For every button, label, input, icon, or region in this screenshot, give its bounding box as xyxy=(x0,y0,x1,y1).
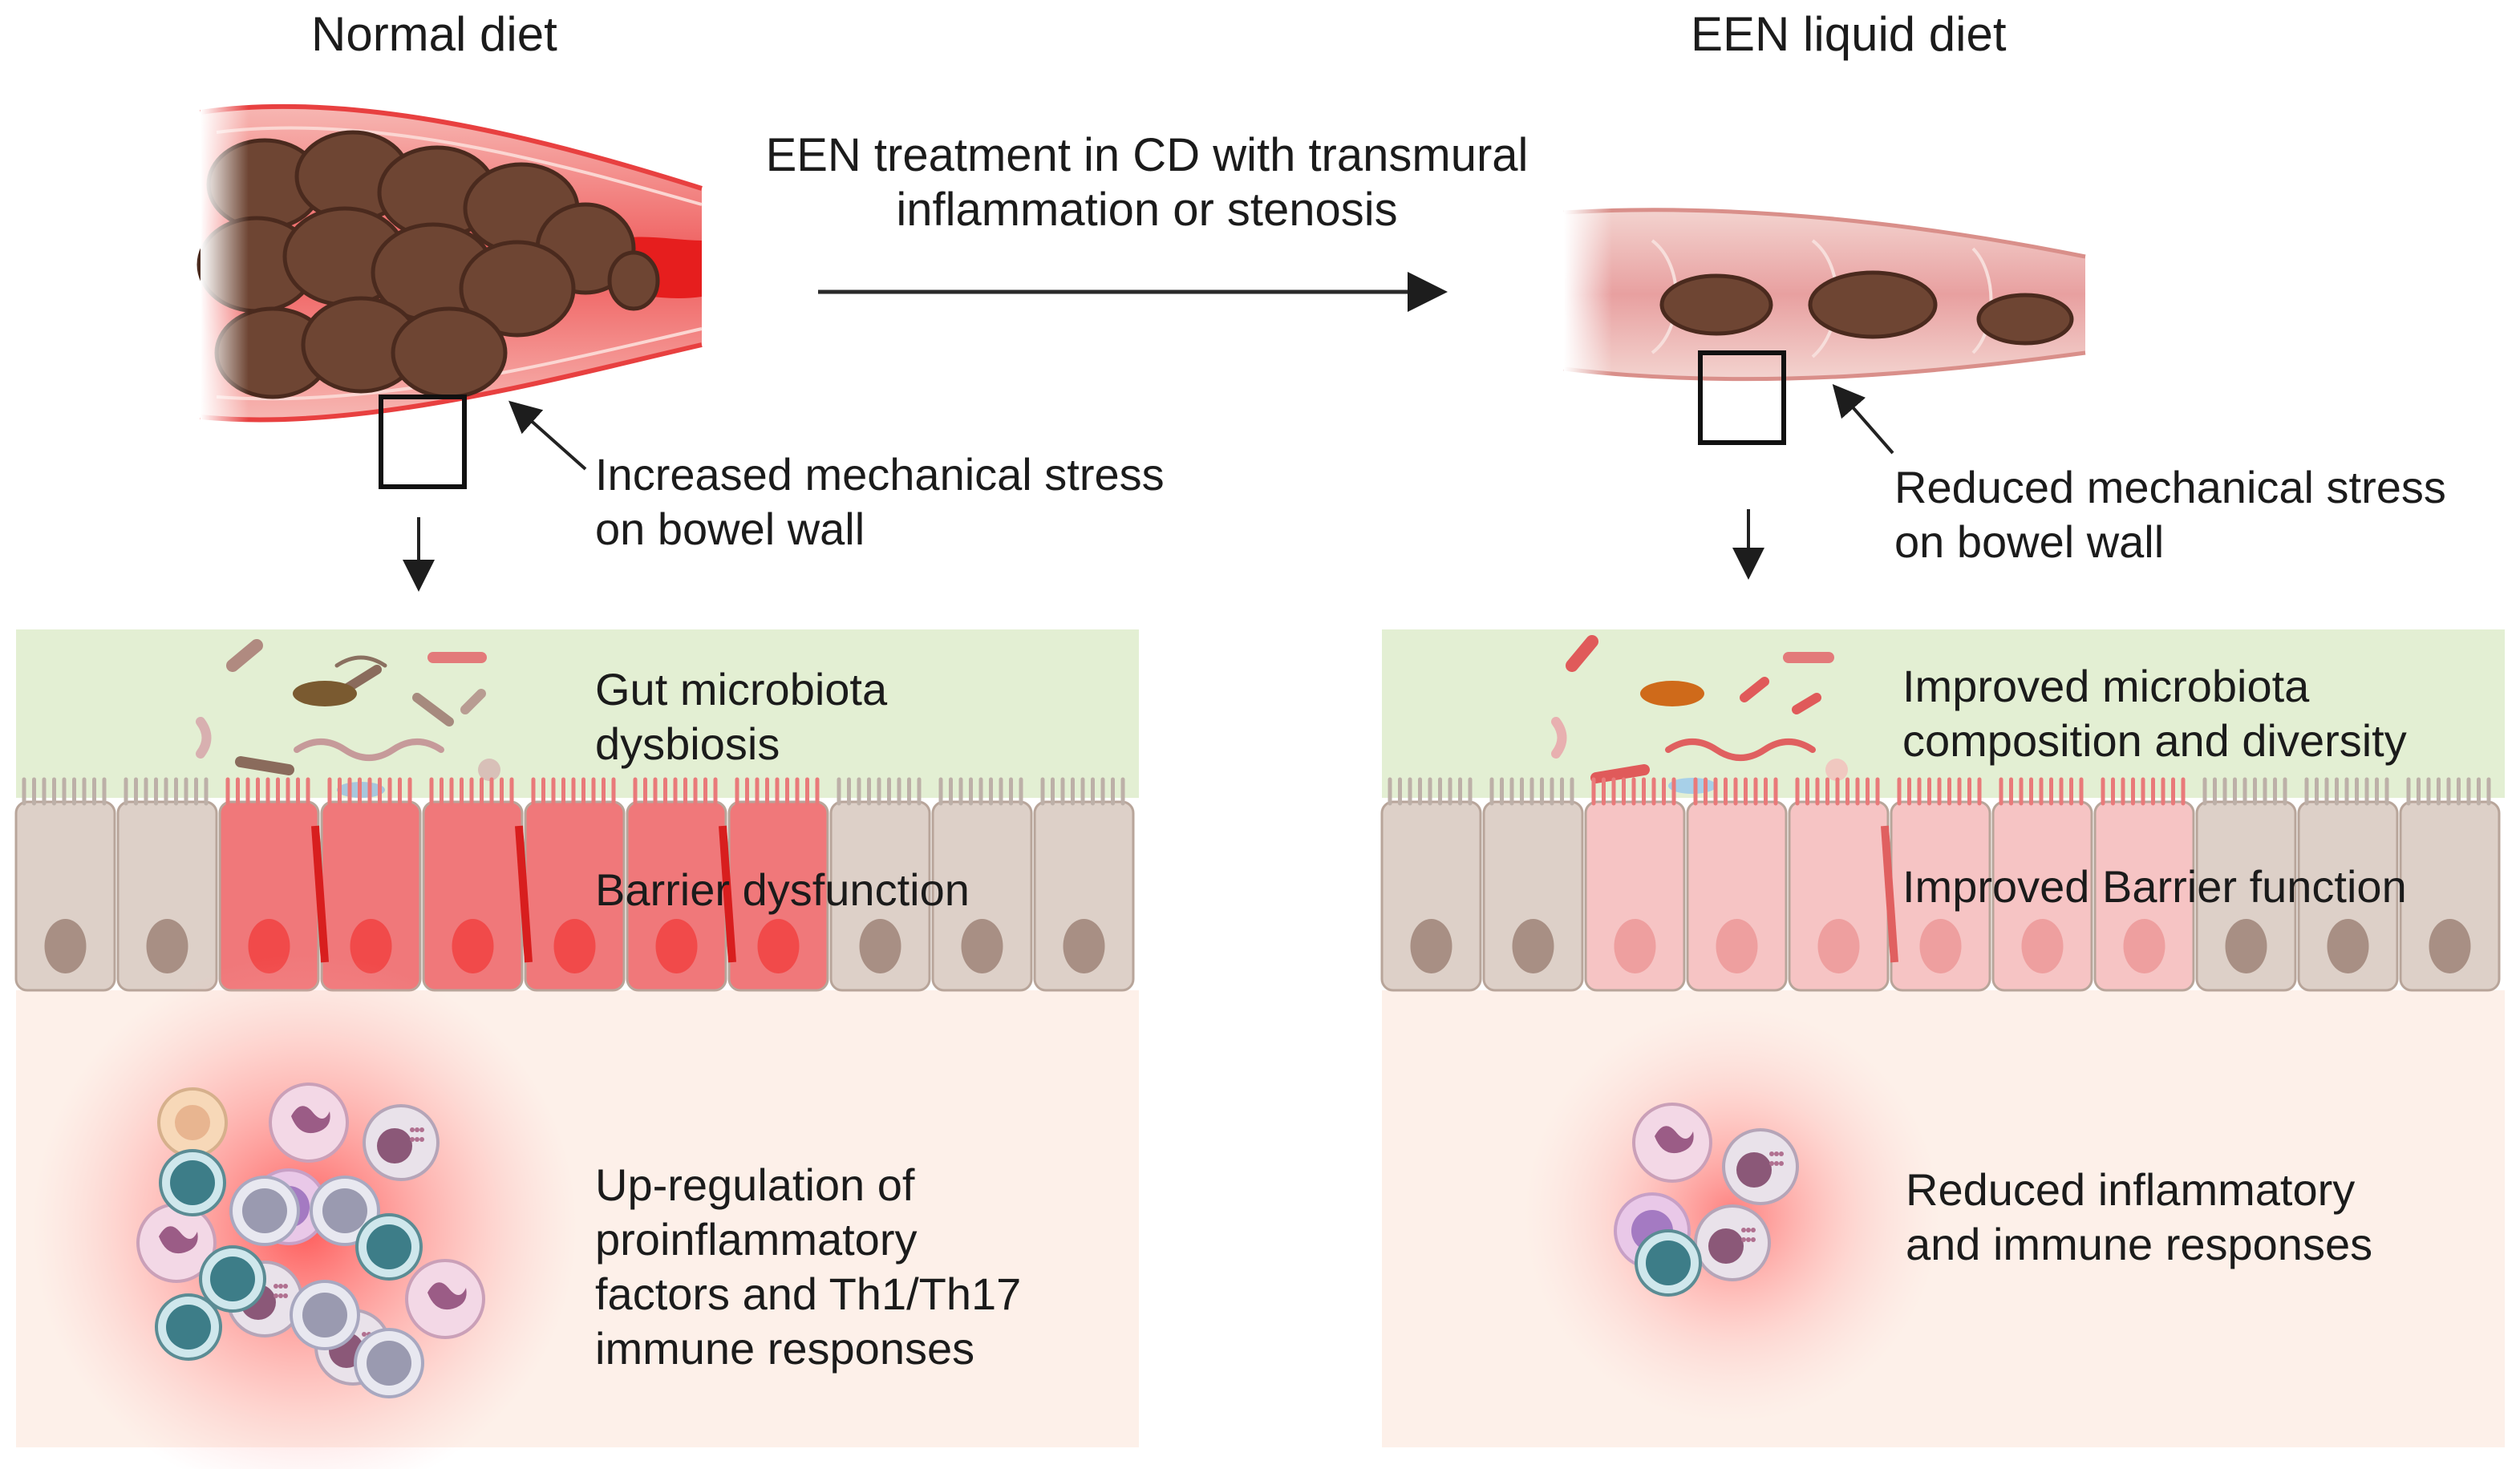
leaky-junction xyxy=(311,825,329,963)
epithelial-cell xyxy=(1584,777,1686,992)
epithelial-cell xyxy=(1991,777,2093,992)
left-microbiota-label-line-2: dysbiosis xyxy=(595,718,780,769)
left-immune-label-line-3: factors and Th1/Th17 xyxy=(595,1269,1022,1319)
epithelial-cell xyxy=(2195,777,2297,992)
left-microbes xyxy=(196,639,500,798)
epithelial-cell xyxy=(14,777,116,992)
small-feces-pieces xyxy=(1659,270,2074,346)
epithelial-cell xyxy=(2297,777,2399,992)
right-intestine-illustration xyxy=(1563,192,2086,580)
left-stress-label-line-2: on bowel wall xyxy=(595,504,865,554)
eosinophil-cell xyxy=(363,1104,440,1181)
neutrophil-cell xyxy=(1632,1103,1712,1183)
epithelial-cell xyxy=(1890,777,1991,992)
right-immune-label-line-1: Reduced inflammatory xyxy=(1906,1164,2356,1215)
right-stress-label-line-2: on bowel wall xyxy=(1894,516,2165,567)
epithelial-cell xyxy=(116,777,218,992)
right-microbiota-label: Improved microbiota composition and dive… xyxy=(1902,659,2407,768)
epithelial-cell xyxy=(422,777,524,992)
epithelial-cell xyxy=(1033,777,1135,992)
right-barrier-label: Improved Barrier function xyxy=(1902,861,2407,912)
left-microbiota-label-line-1: Gut microbiota xyxy=(595,664,888,714)
macrophage-cell xyxy=(354,1328,424,1398)
right-immune-label: Reduced inflammatory and immune response… xyxy=(1906,1163,2372,1272)
left-epithelium xyxy=(14,777,1135,992)
epithelial-cell xyxy=(1788,777,1890,992)
epithelial-cell xyxy=(626,777,727,992)
right-immune-label-line-2: and immune responses xyxy=(1906,1219,2373,1269)
left-immune-label: Up-regulation of proinflammatory factors… xyxy=(595,1158,1021,1376)
right-epithelium xyxy=(1380,777,2501,992)
neutrophil-cell xyxy=(269,1083,349,1163)
right-stress-pointer xyxy=(1832,383,1894,455)
right-microbiota-label-line-2: composition and diversity xyxy=(1902,715,2407,766)
epithelial-cell xyxy=(1482,777,1584,992)
right-microbiota-band xyxy=(1382,629,2505,798)
t-cell xyxy=(1635,1229,1702,1297)
left-immune-label-line-1: Up-regulation of xyxy=(595,1159,915,1210)
left-immune-label-line-4: immune responses xyxy=(595,1323,975,1374)
right-stress-label-line-1: Reduced mechanical stress xyxy=(1894,462,2446,512)
left-microbiota-label: Gut microbiota dysbiosis xyxy=(595,662,887,771)
right-title: EEN liquid diet xyxy=(1691,7,2007,61)
eosinophil-cell xyxy=(1694,1204,1771,1281)
t-cell xyxy=(199,1245,266,1313)
left-stress-label: Increased mechanical stress on bowel wal… xyxy=(595,447,1165,556)
left-tissue-panel xyxy=(14,629,1139,1469)
eosinophil-cell xyxy=(1722,1128,1799,1205)
epithelial-cell xyxy=(1686,777,1788,992)
epithelial-cell xyxy=(1380,777,1482,992)
epithelial-cell xyxy=(524,777,626,992)
t-cell xyxy=(159,1149,226,1216)
t-cell xyxy=(355,1213,423,1281)
left-title: Normal diet xyxy=(311,7,557,61)
epithelial-cell xyxy=(727,777,829,992)
treatment-label-line-1: EEN treatment in CD with transmural xyxy=(765,129,1529,181)
macrophage-cell xyxy=(229,1176,300,1246)
right-tissue-panel xyxy=(1380,629,2505,1447)
right-immune-cells xyxy=(1614,1103,1799,1297)
left-barrier-label: Barrier dysfunction xyxy=(595,864,970,915)
right-microbiota-label-line-1: Improved microbiota xyxy=(1902,661,2310,711)
right-stress-label: Reduced mechanical stress on bowel wall xyxy=(1894,460,2446,569)
left-immune-cells xyxy=(136,1083,485,1398)
leaky-junction xyxy=(719,825,736,963)
treatment-label: EEN treatment in CD with transmural infl… xyxy=(706,128,1588,237)
left-stress-label-line-1: Increased mechanical stress xyxy=(595,449,1165,500)
left-intestine-illustration xyxy=(196,80,703,592)
left-microbiota-band xyxy=(16,629,1139,798)
epithelial-cell xyxy=(931,777,1033,992)
right-zoom-box xyxy=(1698,350,1786,445)
epithelial-cell xyxy=(2093,777,2195,992)
left-zoom-box xyxy=(379,395,467,489)
treatment-label-line-2: inflammation or stenosis xyxy=(896,184,1398,236)
left-stress-pointer xyxy=(508,400,587,471)
leaky-junction xyxy=(515,825,533,963)
leaky-junction xyxy=(1881,825,1898,963)
basophil-cell xyxy=(157,1087,228,1158)
neutrophil-cell xyxy=(405,1259,485,1339)
t-cell xyxy=(155,1293,222,1361)
macrophage-cell xyxy=(290,1280,360,1350)
epithelial-cell xyxy=(829,777,931,992)
left-immune-label-line-2: proinflammatory xyxy=(595,1214,918,1265)
epithelial-cell xyxy=(2399,777,2501,992)
epithelial-cell xyxy=(218,777,320,992)
right-microbes xyxy=(1551,635,1848,794)
